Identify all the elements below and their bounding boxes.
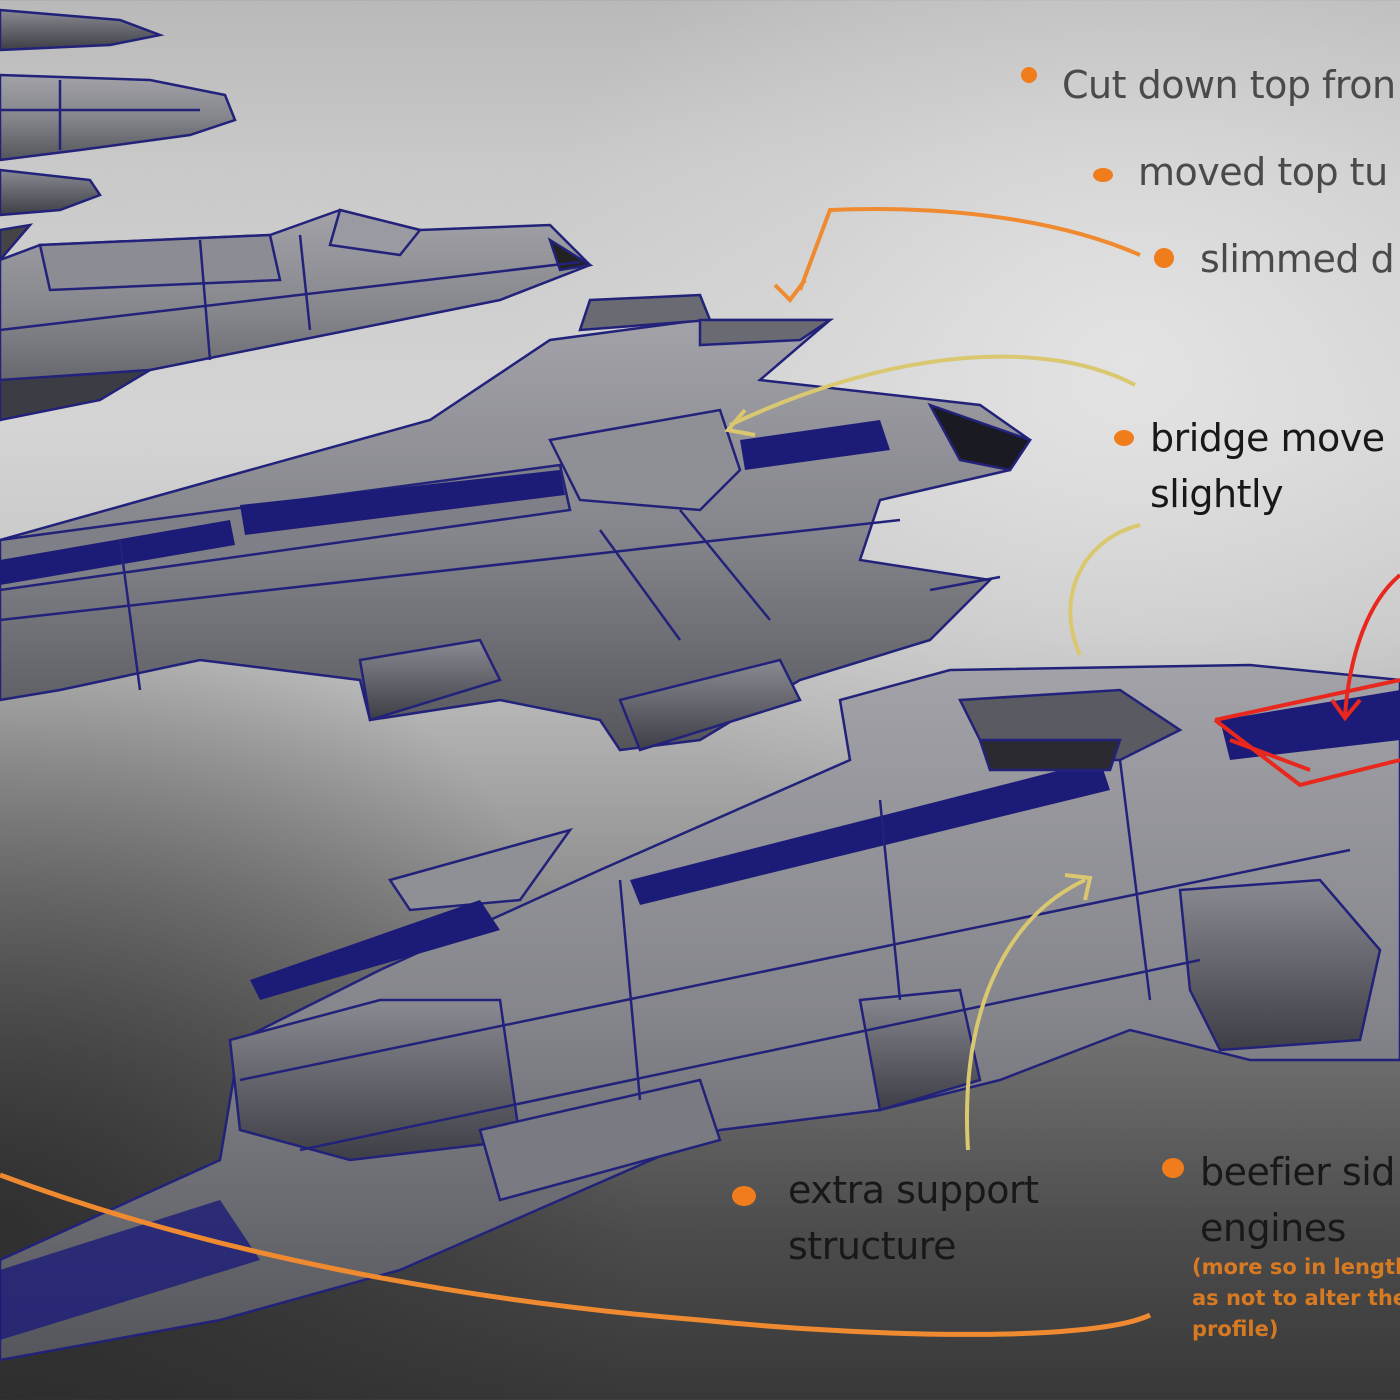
arrow-orange-engines: [0, 1172, 1152, 1337]
subnote-line: profile): [1192, 1317, 1279, 1341]
subnote-line: (more so in length: [1192, 1255, 1400, 1279]
ship-front: [0, 663, 1400, 1362]
annotation-beefier-side-engines: beefier sid engines: [1200, 1144, 1395, 1256]
annotation-moved-top-turret: moved top tu: [1138, 150, 1388, 194]
bullet-icon: [1162, 1158, 1184, 1178]
annotation-engines-subnote: (more so in length as not to alter the p…: [1192, 1252, 1400, 1345]
ship-top-left: [0, 8, 237, 262]
bullet-icon: [1154, 248, 1174, 268]
highlight-box-red: [1213, 678, 1400, 788]
annotation-bridge-moved: bridge move slightly: [1150, 410, 1385, 522]
arrow-yellow-bridge-2: [1068, 523, 1141, 656]
annotation-slimmed: slimmed d: [1200, 237, 1395, 281]
arrow-yellow-bridge: [729, 354, 1136, 427]
bullet-icon: [1093, 168, 1113, 182]
annotation-line: structure: [788, 1224, 956, 1268]
subnote-line: as not to alter the: [1192, 1286, 1400, 1310]
bullet-icon: [1021, 67, 1037, 83]
ship-second: [0, 208, 594, 422]
annotation-extra-support: extra support structure: [788, 1162, 1039, 1274]
annotation-cut-down-top-front: Cut down top fron: [1062, 63, 1396, 107]
annotation-line: beefier sid: [1200, 1150, 1395, 1194]
arrow-red: [1343, 573, 1400, 716]
annotation-line: engines: [1200, 1206, 1346, 1250]
ship-middle: [0, 293, 1032, 752]
arrow-orange-slimmed: [798, 207, 1141, 291]
annotation-line: extra support: [788, 1168, 1039, 1212]
bullet-icon: [1114, 430, 1134, 446]
annotation-line: bridge move: [1150, 416, 1385, 460]
arrow-yellow-support: [965, 878, 1086, 1151]
bullet-icon: [732, 1186, 756, 1206]
annotation-line: slightly: [1150, 472, 1284, 516]
